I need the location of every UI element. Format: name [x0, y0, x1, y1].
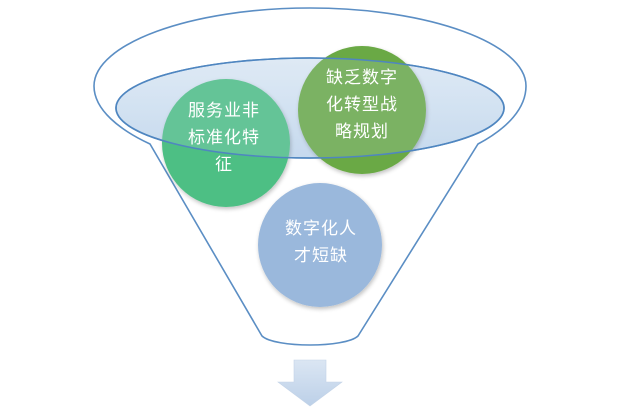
- factor-label-service: 服务业非 标准化特 征: [188, 100, 260, 175]
- factor-label-talent: 数字化人 才短缺: [285, 219, 357, 266]
- factor-circle-talent: [258, 183, 382, 307]
- funnel-rim-overlay: [115, 57, 505, 159]
- factor-circle-strategy: [298, 46, 426, 174]
- factor-circle-service: [162, 79, 290, 207]
- down-arrow-icon: [277, 359, 343, 407]
- factor-label-strategy: 缺乏数字 化转型战 略规划: [326, 67, 398, 142]
